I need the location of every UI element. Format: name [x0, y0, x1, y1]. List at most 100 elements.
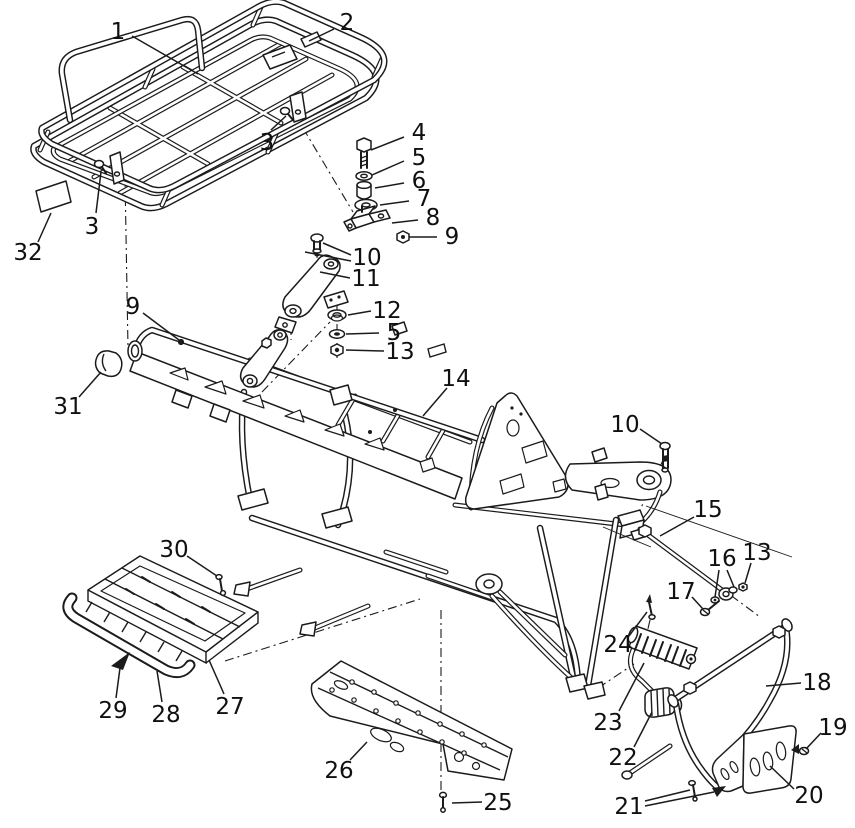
part-label-10: 10 — [610, 412, 639, 438]
leader-line-27 — [208, 659, 225, 695]
skid-plate-panel — [310, 660, 513, 781]
leader-line-1 — [131, 35, 199, 75]
part-label-6: 6 — [412, 168, 427, 194]
leader-line-12 — [347, 310, 372, 316]
part-label-20: 20 — [794, 783, 823, 809]
warning-decal — [35, 180, 72, 213]
part-label-16: 16 — [707, 546, 736, 572]
leader-line-16 — [726, 569, 735, 588]
lower-boss — [475, 573, 503, 595]
leader-line-31 — [78, 371, 102, 398]
leader-line-5 — [345, 332, 380, 335]
frame-tube-end — [127, 340, 143, 362]
part-label-18: 18 — [802, 670, 831, 696]
rack-mount-tab — [109, 151, 125, 185]
leader-line-9 — [142, 312, 180, 341]
leader-line-17 — [691, 596, 704, 610]
screw-19 — [791, 744, 810, 756]
leader-line-30 — [186, 555, 218, 577]
part-label-5: 5 — [387, 320, 402, 346]
part-label-3: 3 — [260, 130, 275, 156]
rail-tab — [391, 321, 408, 336]
part-label-14: 14 — [441, 366, 470, 392]
bolt-24 — [646, 594, 656, 621]
rack-mount-tab — [289, 91, 307, 123]
mount-hardware-stack — [343, 137, 410, 244]
screw-30 — [215, 573, 227, 597]
leader-line-19 — [805, 732, 822, 750]
arm-tab — [594, 483, 609, 501]
leader-line-10 — [322, 242, 352, 256]
part-label-13: 13 — [385, 339, 414, 365]
footpeg-assembly — [627, 594, 698, 718]
part-label-31: 31 — [53, 394, 82, 420]
leader-line-26 — [349, 741, 368, 761]
front-bushing — [94, 350, 123, 378]
footrest-assembly — [68, 555, 259, 673]
leader-line-18 — [765, 682, 802, 687]
part-label-10: 10 — [352, 245, 381, 271]
part-label-9: 9 — [445, 224, 460, 250]
part-label-26: 26 — [324, 758, 353, 784]
nut-13b — [738, 582, 748, 592]
part-label-22: 22 — [608, 745, 637, 771]
bolt-25 — [438, 791, 448, 813]
part-label-9: 9 — [126, 294, 141, 320]
bolt-17 — [699, 600, 720, 617]
leader-line-15 — [659, 516, 695, 537]
leader-line-14 — [422, 387, 448, 417]
band-tab — [209, 403, 231, 423]
part-label-3: 3 — [85, 214, 100, 240]
nut-9 — [396, 230, 410, 244]
leader-line-23 — [618, 662, 645, 712]
bolt-10-rear — [659, 441, 671, 473]
part-label-12: 12 — [372, 298, 401, 324]
rear-rack — [33, 0, 384, 213]
rail-tab — [329, 384, 353, 406]
rear-gusset-plate — [464, 392, 569, 510]
part-label-7: 7 — [417, 186, 432, 212]
leader-line-7 — [379, 200, 410, 206]
leader-line-16 — [714, 569, 720, 598]
leader-line-2 — [308, 28, 335, 42]
part-label-1: 1 — [111, 19, 126, 45]
leader-line-20 — [769, 765, 795, 790]
leader-dot-9 — [178, 339, 184, 345]
rear-foot-bracket — [583, 681, 606, 700]
footrest-mount-tip — [299, 621, 317, 637]
part-label-11: 11 — [351, 266, 380, 292]
arrow-29 — [111, 652, 130, 670]
leader-line-5 — [371, 160, 405, 176]
leader-line-8 — [391, 219, 419, 224]
leader-line-32 — [37, 212, 52, 243]
rack-slotted-plate — [262, 44, 298, 70]
leader-line-11 — [319, 271, 351, 279]
arrow-21 — [712, 786, 726, 797]
leader-line-21 — [644, 791, 715, 807]
footpeg-tread — [628, 625, 698, 670]
part-label-24: 24 — [603, 632, 632, 658]
part-label-15: 15 — [693, 497, 722, 523]
bracket-8 — [343, 205, 391, 232]
leader-line-21 — [644, 789, 691, 802]
main-frame — [127, 290, 672, 700]
nut-13 — [330, 343, 344, 357]
part-label-17: 17 — [666, 579, 695, 605]
leader-line-3 — [95, 171, 102, 214]
downtube-foot — [237, 488, 269, 511]
leader-line-22 — [633, 711, 653, 748]
part-label-19: 19 — [818, 715, 847, 741]
guard-plate-20 — [711, 725, 797, 794]
part-label-13: 13 — [742, 540, 771, 566]
skid-plate — [310, 660, 513, 813]
skid-plate-holes — [329, 679, 487, 756]
rail-bracket — [323, 290, 349, 309]
leader-line-28 — [156, 670, 163, 703]
leader-line-6 — [374, 182, 405, 189]
part-label-28: 28 — [151, 702, 180, 728]
part-label-29: 29 — [98, 698, 127, 724]
guard-assembly — [621, 618, 810, 802]
